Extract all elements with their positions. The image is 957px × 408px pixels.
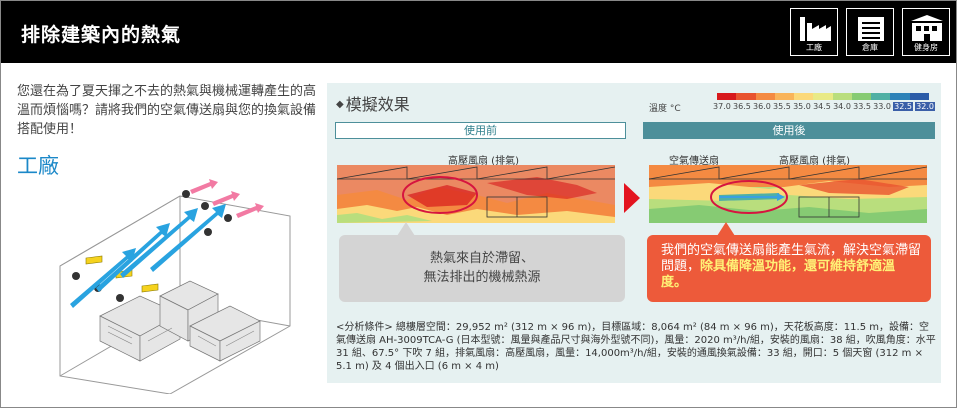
- legend-label: 溫度 °C: [649, 104, 681, 114]
- legend-swatch: [871, 93, 891, 100]
- tab-before[interactable]: 使用前: [335, 122, 626, 139]
- tab-after[interactable]: 使用後: [643, 122, 935, 139]
- before-fan-label: 高壓風扇 (排氣): [448, 156, 519, 167]
- legend-swatch: [736, 93, 756, 100]
- legend-swatch: [755, 93, 775, 100]
- diamond-icon: ◆: [336, 99, 344, 110]
- legend-swatch: [717, 93, 737, 100]
- before-callout-line1: 熱氣來自於滯留、: [429, 251, 534, 266]
- legend-swatch: [890, 93, 910, 100]
- warehouse-label: 倉庫: [862, 43, 878, 52]
- legend-tick: 35.5: [773, 102, 791, 111]
- after-callout-tail: [717, 222, 735, 236]
- simulation-title-text: 模擬效果: [345, 95, 410, 114]
- legend-swatch: [851, 93, 872, 100]
- temperature-legend-bar: [717, 93, 929, 100]
- before-after-arrow: [624, 183, 640, 213]
- legend-tick: 32.0: [915, 102, 935, 111]
- legend-tick: 34.5: [813, 102, 831, 111]
- after-heatmap: [649, 165, 927, 223]
- after-callout-text: 我們的空氣傳送扇能產生氣流，解決空氣滯留問題，: [661, 243, 922, 274]
- simulation-title: ◆模擬效果: [336, 91, 410, 115]
- before-heatmap: [337, 165, 615, 223]
- factory-illustration: [59, 179, 291, 394]
- gym-icon: [911, 15, 943, 41]
- legend-tick: 33.5: [853, 102, 871, 111]
- before-callout: 熱氣來自於滯留、 無法排出的機械熱源: [339, 235, 625, 302]
- after-callout: 我們的空氣傳送扇能產生氣流，解決空氣滯留問題，除具備降溫功能，還可維持舒適溫度。: [647, 235, 931, 302]
- factory-label: 工廠: [806, 43, 822, 52]
- factory-icon: [800, 17, 831, 41]
- gym-label: 健身房: [914, 43, 938, 52]
- warehouse-icon-tile[interactable]: 倉庫: [846, 8, 894, 56]
- legend-swatch: [813, 93, 833, 100]
- legend-swatch: [832, 93, 852, 100]
- legend-swatch: [909, 93, 929, 100]
- factory-icon-tile[interactable]: 工廠: [790, 8, 838, 56]
- legend-tick: 32.5: [893, 102, 913, 111]
- intro-text: 您還在為了夏天揮之不去的熱氣與機械運轉產生的高溫而煩惱嗎？請將我們的空氣傳送扇與…: [17, 84, 317, 137]
- gym-icon-tile[interactable]: 健身房: [902, 8, 950, 56]
- after-sender-label: 空氣傳送扇: [669, 156, 719, 167]
- before-callout-tail: [397, 222, 415, 236]
- legend-tick: 34.0: [833, 102, 851, 111]
- legend-swatch: [794, 93, 814, 100]
- before-callout-line2: 無法排出的機械熱源: [423, 270, 541, 285]
- header-bar: 排除建築內的熱氣 工廠 倉庫 健身房: [1, 1, 956, 63]
- legend-ticks: 37.0 36.5 36.0 35.5 35.0 34.5 34.0 33.5 …: [713, 102, 935, 111]
- legend-tick: 35.0: [793, 102, 811, 111]
- after-callout-highlight: 除具備降溫功能，還可維持舒適溫度。: [661, 259, 896, 290]
- legend-tick: 36.5: [733, 102, 751, 111]
- legend-tick: 33.0: [873, 102, 891, 111]
- analysis-conditions: <分析條件> 總樓層空間：29,952 m² (312 m × 96 m)，目標…: [336, 322, 936, 372]
- page-title: 排除建築內的熱氣: [21, 24, 182, 46]
- warehouse-icon: [858, 17, 884, 41]
- factory-section-title: 工廠: [17, 154, 59, 178]
- legend-swatch: [774, 93, 795, 100]
- after-fan-label: 高壓風扇 (排氣): [779, 156, 850, 167]
- legend-tick: 36.0: [753, 102, 771, 111]
- simulation-panel: ◆模擬效果 溫度 °C 37.0 36.5 36.0 35.5 35.0 34.…: [327, 83, 941, 383]
- legend-tick: 37.0: [713, 102, 731, 111]
